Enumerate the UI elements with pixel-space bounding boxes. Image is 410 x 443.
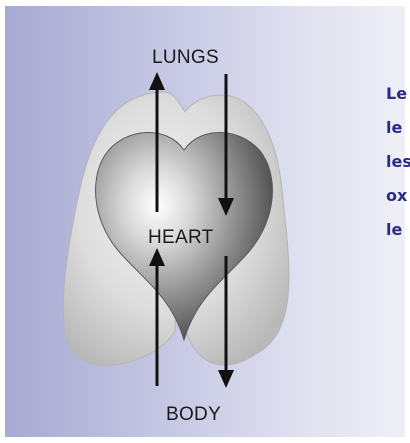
heart-lungs-diagram bbox=[5, 6, 405, 437]
side-text-line: le bbox=[386, 219, 410, 253]
side-text-line: Le bbox=[386, 83, 410, 117]
side-text-line: les bbox=[386, 151, 410, 185]
label-heart: HEART bbox=[148, 227, 214, 249]
side-text-line: le bbox=[386, 117, 410, 151]
label-lungs: LUNGS bbox=[152, 47, 219, 69]
side-text-line: ox bbox=[386, 185, 410, 219]
label-body: BODY bbox=[166, 404, 221, 426]
diagram-panel: LUNGS HEART BODY Le le les ox le bbox=[5, 6, 405, 437]
side-text: Le le les ox le bbox=[386, 83, 410, 253]
